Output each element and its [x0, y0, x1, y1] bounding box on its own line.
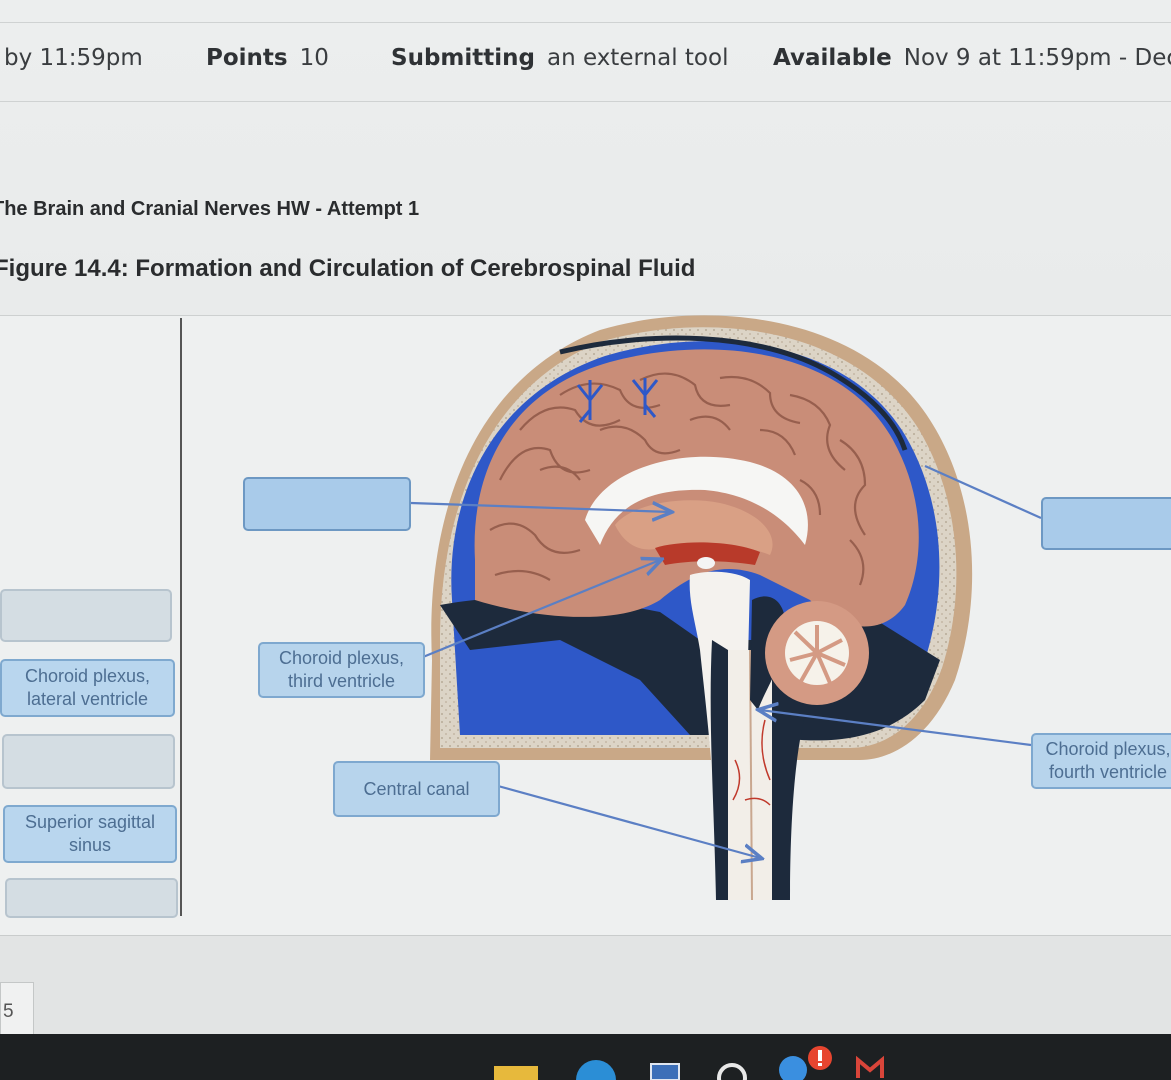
bottom-strip	[0, 935, 1171, 1034]
placed-label-third-ventricle[interactable]: Choroid plexus, third ventricle	[258, 642, 425, 698]
folder-icon[interactable]	[486, 1058, 546, 1080]
submitting-label: Submitting	[391, 45, 535, 71]
bank-label-choroid-plexus-lateral[interactable]: Choroid plexus, lateral ventricle	[0, 659, 175, 717]
bank-slot-empty-3[interactable]	[5, 878, 178, 918]
points-info: Points 10	[206, 45, 329, 71]
arachnoid-granulations	[576, 378, 659, 423]
due-date: by 11:59pm	[4, 45, 143, 71]
placed-label-fourth-ventricle[interactable]: Choroid plexus, fourth ventricle	[1031, 733, 1171, 789]
submitting-value: an external tool	[546, 45, 729, 71]
placed-label-central-canal[interactable]: Central canal	[333, 761, 500, 817]
available-label: Available	[773, 45, 892, 71]
bank-divider	[180, 318, 182, 916]
submitting-info: Submitting an external tool	[391, 45, 728, 71]
drop-target-upper-left[interactable]	[243, 477, 411, 531]
gyri	[489, 372, 867, 586]
drop-target-right[interactable]	[1041, 497, 1171, 550]
spinal-meninges-left	[710, 640, 728, 900]
points-label: Points	[206, 45, 288, 71]
third-ventricle	[655, 542, 760, 565]
quiz-title: The Brain and Cranial Nerves HW - Attemp…	[0, 198, 420, 220]
sagittal-sinus	[559, 335, 908, 451]
spinal-vessels	[732, 719, 771, 806]
bank-slot-empty-2[interactable]	[2, 734, 175, 789]
bank-slot-empty-1[interactable]	[0, 589, 172, 642]
points-value: 10	[299, 45, 329, 71]
store-icon[interactable]	[645, 1058, 685, 1080]
leader-lines	[410, 464, 1042, 858]
availability-info: Available Nov 9 at 11:59pm - Dec	[773, 45, 1171, 71]
bank-label-superior-sagittal-sinus[interactable]: Superior sagittal sinus	[3, 805, 177, 863]
available-value: Nov 9 at 11:59pm - Dec	[903, 45, 1171, 71]
assignment-meta-bar: by 11:59pm Points 10 Submitting an externa…	[0, 22, 1171, 102]
interthalamic-adhesion	[697, 557, 715, 569]
page-nav-box[interactable]: 5	[0, 982, 34, 1040]
mail-icon[interactable]	[852, 1052, 888, 1080]
alert-badge-icon	[808, 1046, 832, 1070]
settings-icon[interactable]	[712, 1058, 752, 1080]
browser-icon[interactable]	[572, 1058, 620, 1080]
globe-icon[interactable]	[773, 1048, 813, 1080]
figure-title: Figure 14.4: Formation and Circulation o…	[0, 255, 696, 282]
corpus-callosum	[585, 456, 808, 545]
arbor-vitae	[789, 625, 846, 684]
